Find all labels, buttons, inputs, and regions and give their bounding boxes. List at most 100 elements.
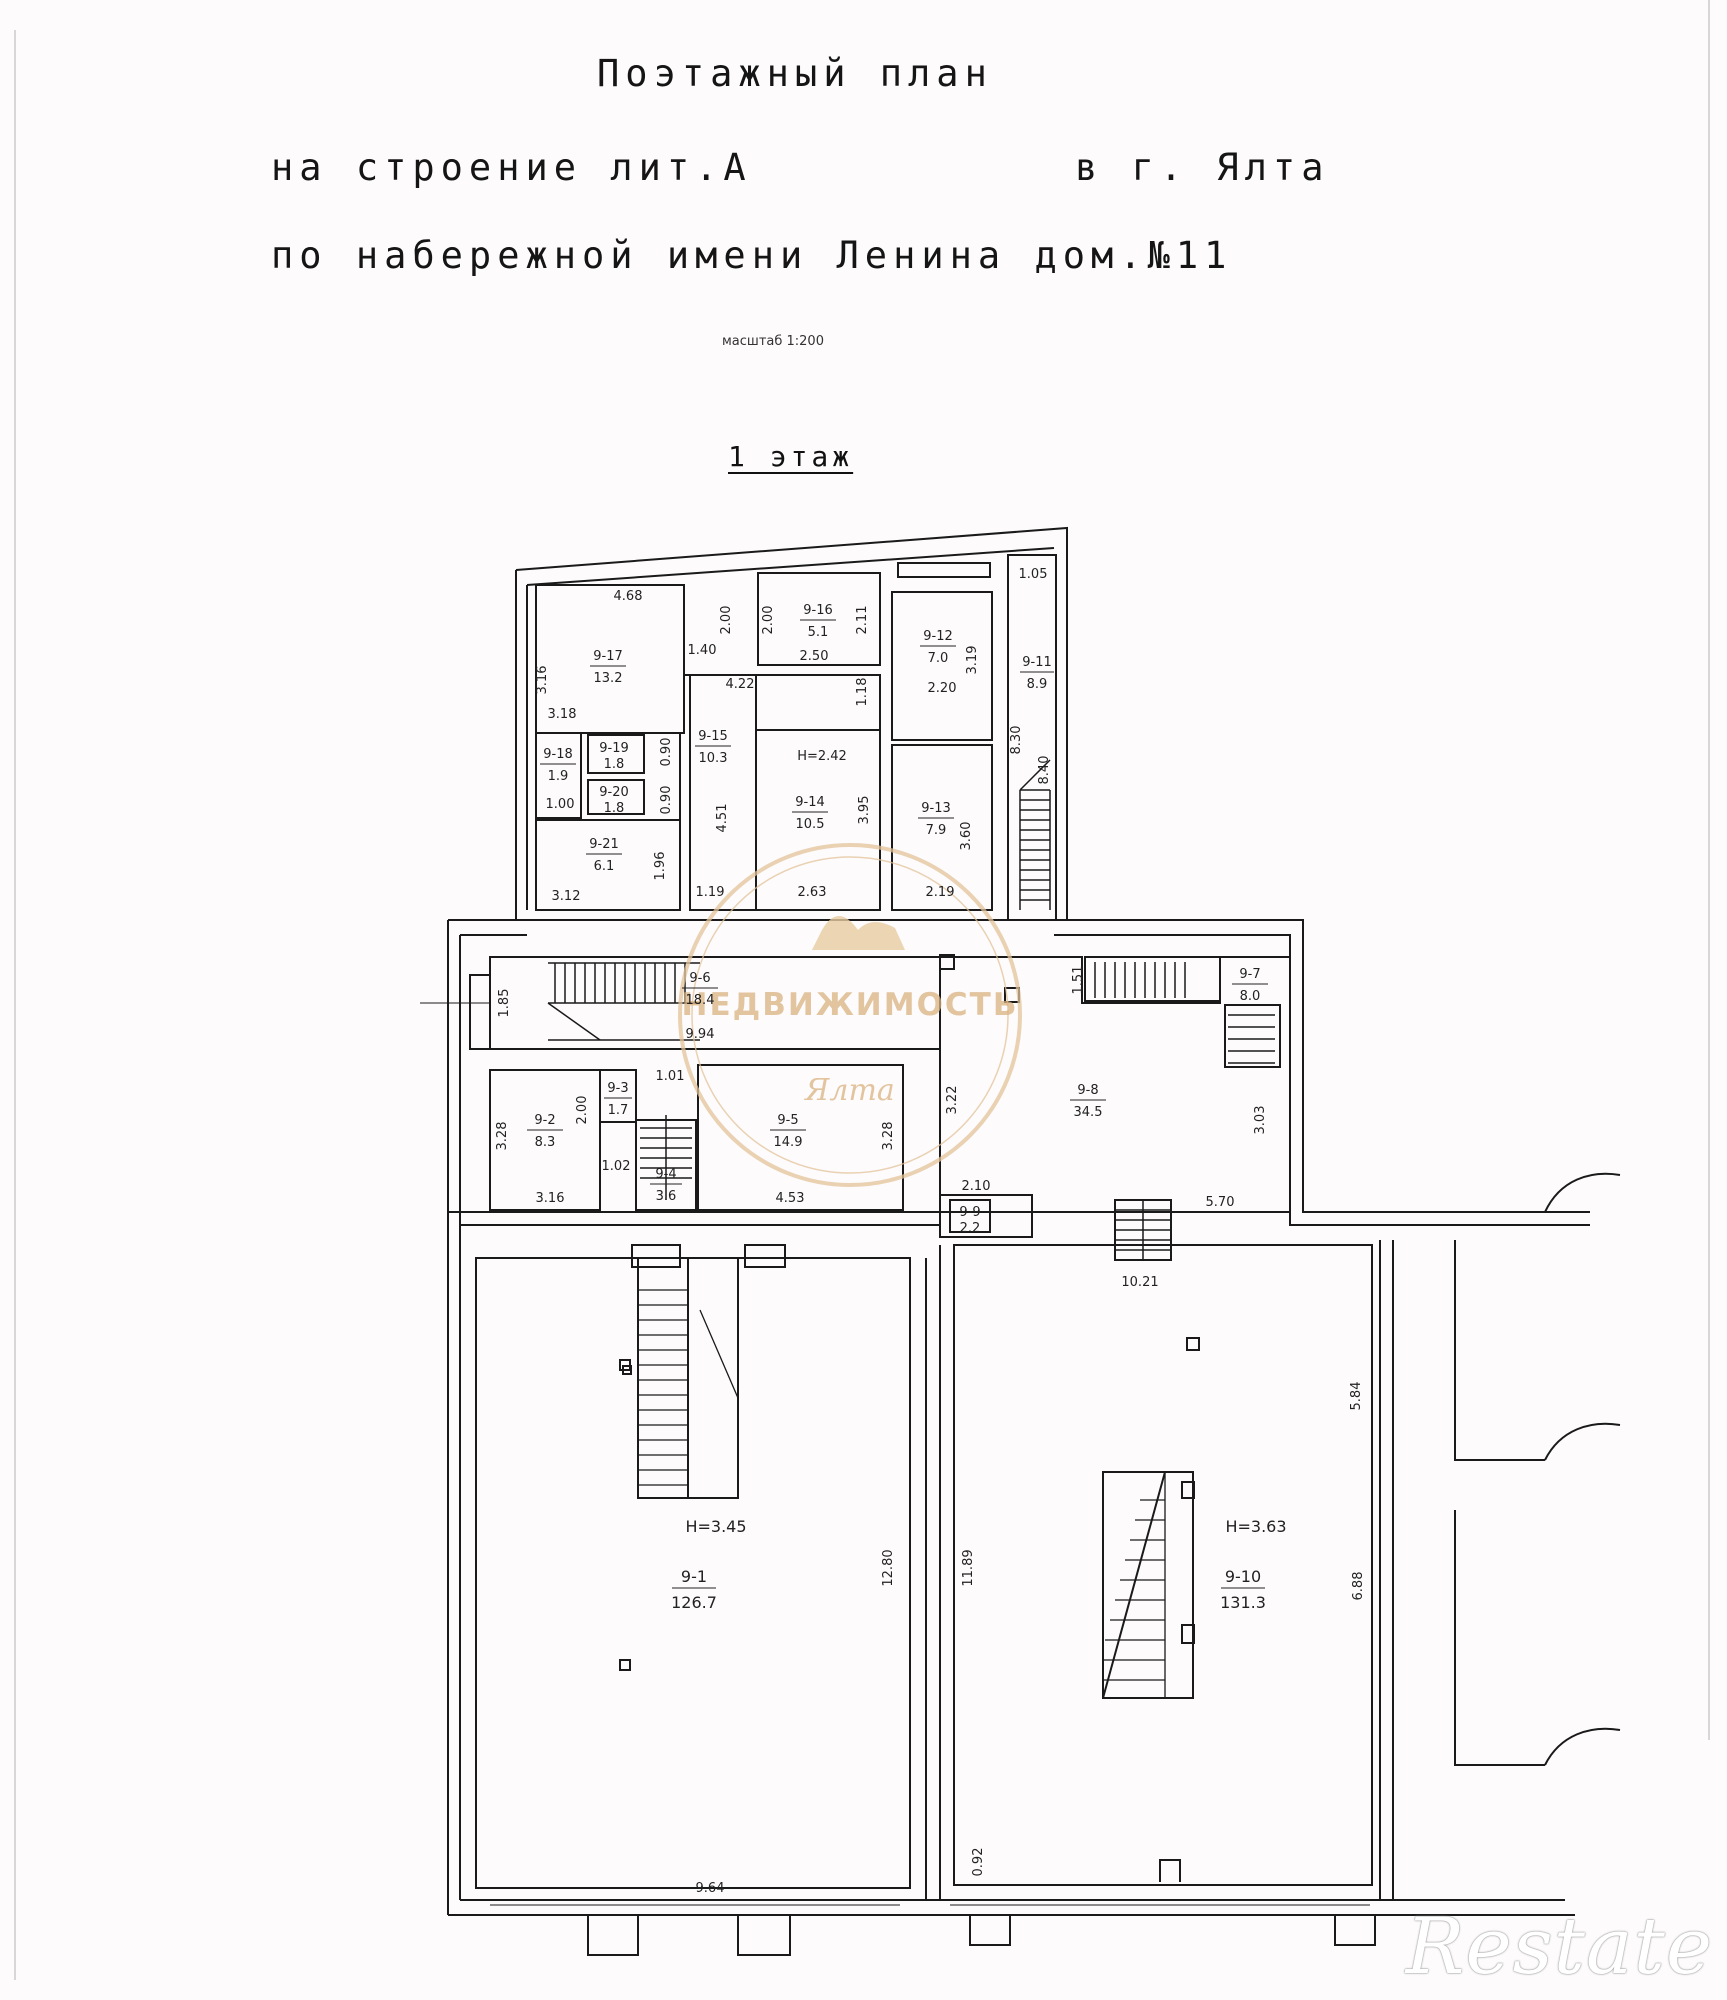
dimension: 4.68 — [614, 589, 643, 604]
room-area: 10.3 — [699, 751, 728, 766]
room-area: 34.5 — [1074, 1105, 1103, 1120]
dimension: 0.90 — [659, 786, 674, 815]
dimension: 2.50 — [800, 649, 829, 664]
room-labels: 9-17 13.2 9-16 5.1 9-12 7.0 9-11 8.9 9-1… — [527, 603, 1287, 1612]
dimension: 1.05 — [1019, 567, 1048, 582]
dimension: 3.22 — [945, 1086, 960, 1115]
room-area: 14.9 — [774, 1135, 803, 1150]
dimension: 0.92 — [971, 1848, 986, 1877]
dimension: 9.94 — [686, 1027, 715, 1042]
room-area: 1.9 — [548, 769, 569, 784]
room-id: 9-15 — [698, 729, 728, 744]
page-edge-right — [1708, 0, 1710, 1740]
address-line: по набережной имени Ленина дом.№11 — [271, 234, 1233, 277]
room-id: 9-6 — [689, 971, 710, 986]
dimension: 5.84 — [1349, 1382, 1364, 1411]
city-line: в г. Ялта — [1075, 146, 1330, 189]
dimension: 1.01 — [656, 1069, 685, 1084]
ceiling-height: H=2.42 — [797, 749, 847, 764]
room-area: 7.9 — [926, 823, 947, 838]
room-id: 9-18 — [543, 747, 573, 762]
room-area: 5.1 — [808, 625, 829, 640]
dimension: 10.21 — [1121, 1275, 1158, 1290]
dimension: 2.19 — [926, 885, 955, 900]
room-area: 1.8 — [604, 757, 625, 772]
room-id: 9-3 — [607, 1081, 628, 1096]
dimension: 4.22 — [726, 677, 755, 692]
watermark-logo: НЕДВИЖИМОСТЬ Ялта — [678, 843, 1022, 1187]
room-9-17-outline — [536, 585, 684, 733]
dimension: 5.70 — [1206, 1195, 1235, 1210]
dimension: 3.28 — [495, 1122, 510, 1151]
room-area: 18.4 — [686, 993, 715, 1008]
room-id: 9-5 — [777, 1113, 798, 1128]
dimension: 3.18 — [548, 707, 577, 722]
room-id: 9-10 — [1225, 1567, 1261, 1586]
scale-label: масштаб 1:200 — [722, 334, 824, 349]
room-id: 9-12 — [923, 629, 953, 644]
room-area: 7.0 — [928, 651, 949, 666]
dimension-labels: 4.68 2.00 1.40 3.16 3.18 2.00 2.11 2.50 … — [495, 567, 1366, 1896]
room-area: 3.6 — [656, 1189, 677, 1204]
dimension: 9.64 — [696, 1881, 725, 1896]
dimension: 12.80 — [881, 1549, 896, 1586]
dimension: 3.03 — [1253, 1106, 1268, 1135]
floor-label: 1 этаж — [728, 440, 854, 473]
dimension: 2.00 — [719, 606, 734, 635]
dimension: 4.53 — [776, 1191, 805, 1206]
room-id: 9-11 — [1022, 655, 1052, 670]
dimension: 4.51 — [715, 804, 730, 833]
watermark-script: Ялта — [803, 1073, 895, 1108]
dimension: 2.63 — [798, 885, 827, 900]
room-9-10-outline — [954, 1245, 1372, 1885]
ceiling-height: H=3.45 — [685, 1517, 746, 1536]
room-area: 8.0 — [1240, 989, 1261, 1004]
ceiling-height: H=3.63 — [1225, 1517, 1286, 1536]
room-id: 9-13 — [921, 801, 951, 816]
dimension: 2.10 — [962, 1179, 991, 1194]
dimension: 1.51 — [1071, 966, 1086, 995]
dimension: 1.85 — [497, 989, 512, 1018]
room-id: 9-19 — [599, 741, 629, 756]
dimension: 0.90 — [659, 738, 674, 767]
dimension: 6.88 — [1351, 1572, 1366, 1601]
dimension: 3.16 — [535, 666, 550, 695]
dimension: 1.19 — [696, 885, 725, 900]
dimension: 3.16 — [536, 1191, 565, 1206]
dimension: 3.28 — [881, 1122, 896, 1151]
dimension: 3.19 — [965, 646, 980, 675]
room-id: 9-14 — [795, 795, 825, 810]
dimension: 1.00 — [546, 797, 575, 812]
room-area: 131.3 — [1220, 1593, 1266, 1612]
room-area: 1.7 — [608, 1103, 629, 1118]
room-id: 9-9 — [959, 1205, 980, 1220]
dimension: 2.00 — [575, 1096, 590, 1125]
room-area: 8.9 — [1027, 677, 1048, 692]
page-edge-left — [14, 30, 16, 1980]
dimension: 3.12 — [552, 889, 581, 904]
building-line: на строение лит.А — [271, 146, 752, 189]
room-id: 9-4 — [655, 1167, 676, 1182]
dimension: 1.96 — [653, 852, 668, 881]
room-id: 9-1 — [681, 1567, 707, 1586]
room-area: 6.1 — [594, 859, 615, 874]
dimension: 3.95 — [857, 796, 872, 825]
dimension: 2.11 — [855, 606, 870, 635]
brand-watermark: Restate — [1405, 1902, 1713, 1992]
room-id: 9-2 — [534, 1113, 555, 1128]
dimension: 2.00 — [761, 606, 776, 635]
room-id: 9-17 — [593, 649, 623, 664]
plan-title: Поэтажный план — [597, 52, 993, 95]
watermark-text: НЕДВИЖИМОСТЬ — [682, 987, 1019, 1023]
room-id: 9-8 — [1077, 1083, 1098, 1098]
dimension: 1.18 — [855, 678, 870, 707]
room-area: 126.7 — [671, 1593, 717, 1612]
room-area: 1.8 — [604, 801, 625, 816]
wall-north — [516, 528, 1067, 920]
dimension: 8.40 — [1037, 756, 1052, 785]
dimension: 3.60 — [959, 822, 974, 851]
dimension: 2.20 — [928, 681, 957, 696]
room-id: 9-7 — [1239, 967, 1260, 982]
dimension: 1.02 — [602, 1159, 631, 1174]
